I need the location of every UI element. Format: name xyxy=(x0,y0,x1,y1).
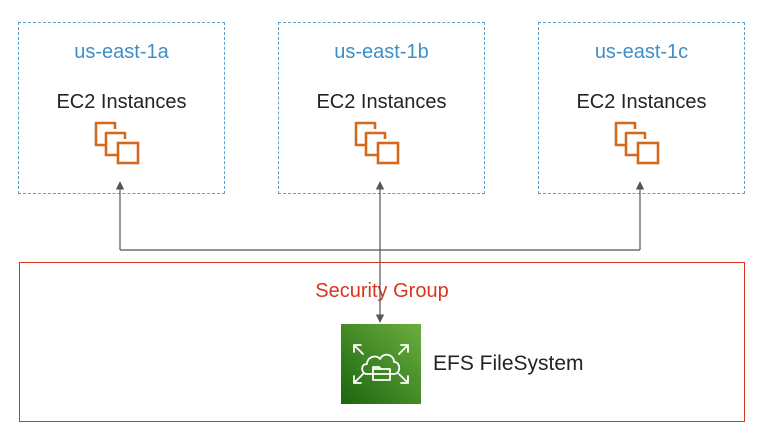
ec2-instances-icon xyxy=(614,121,660,165)
ec2-instances-icon xyxy=(94,121,140,165)
az-box-us-east-1a: us-east-1a EC2 Instances xyxy=(18,22,225,194)
ec2-instances-icon xyxy=(354,121,400,165)
ec2-instances-label: EC2 Instances xyxy=(576,91,707,113)
security-group-label: Security Group xyxy=(315,280,449,302)
ec2-instances-label: EC2 Instances xyxy=(316,91,447,113)
az-label: us-east-1a xyxy=(74,41,169,63)
az-box-us-east-1c: us-east-1c EC2 Instances xyxy=(538,22,745,194)
efs-filesystem-icon xyxy=(341,324,421,404)
az-label: us-east-1c xyxy=(594,41,689,63)
az-label: us-east-1b xyxy=(334,41,429,63)
security-group-box: Security Group EFS FileSystem xyxy=(19,262,745,422)
ec2-instances-label: EC2 Instances xyxy=(56,91,187,113)
az-box-us-east-1b: us-east-1b EC2 Instances xyxy=(278,22,485,194)
efs-filesystem-label: EFS FileSystem xyxy=(433,352,584,375)
